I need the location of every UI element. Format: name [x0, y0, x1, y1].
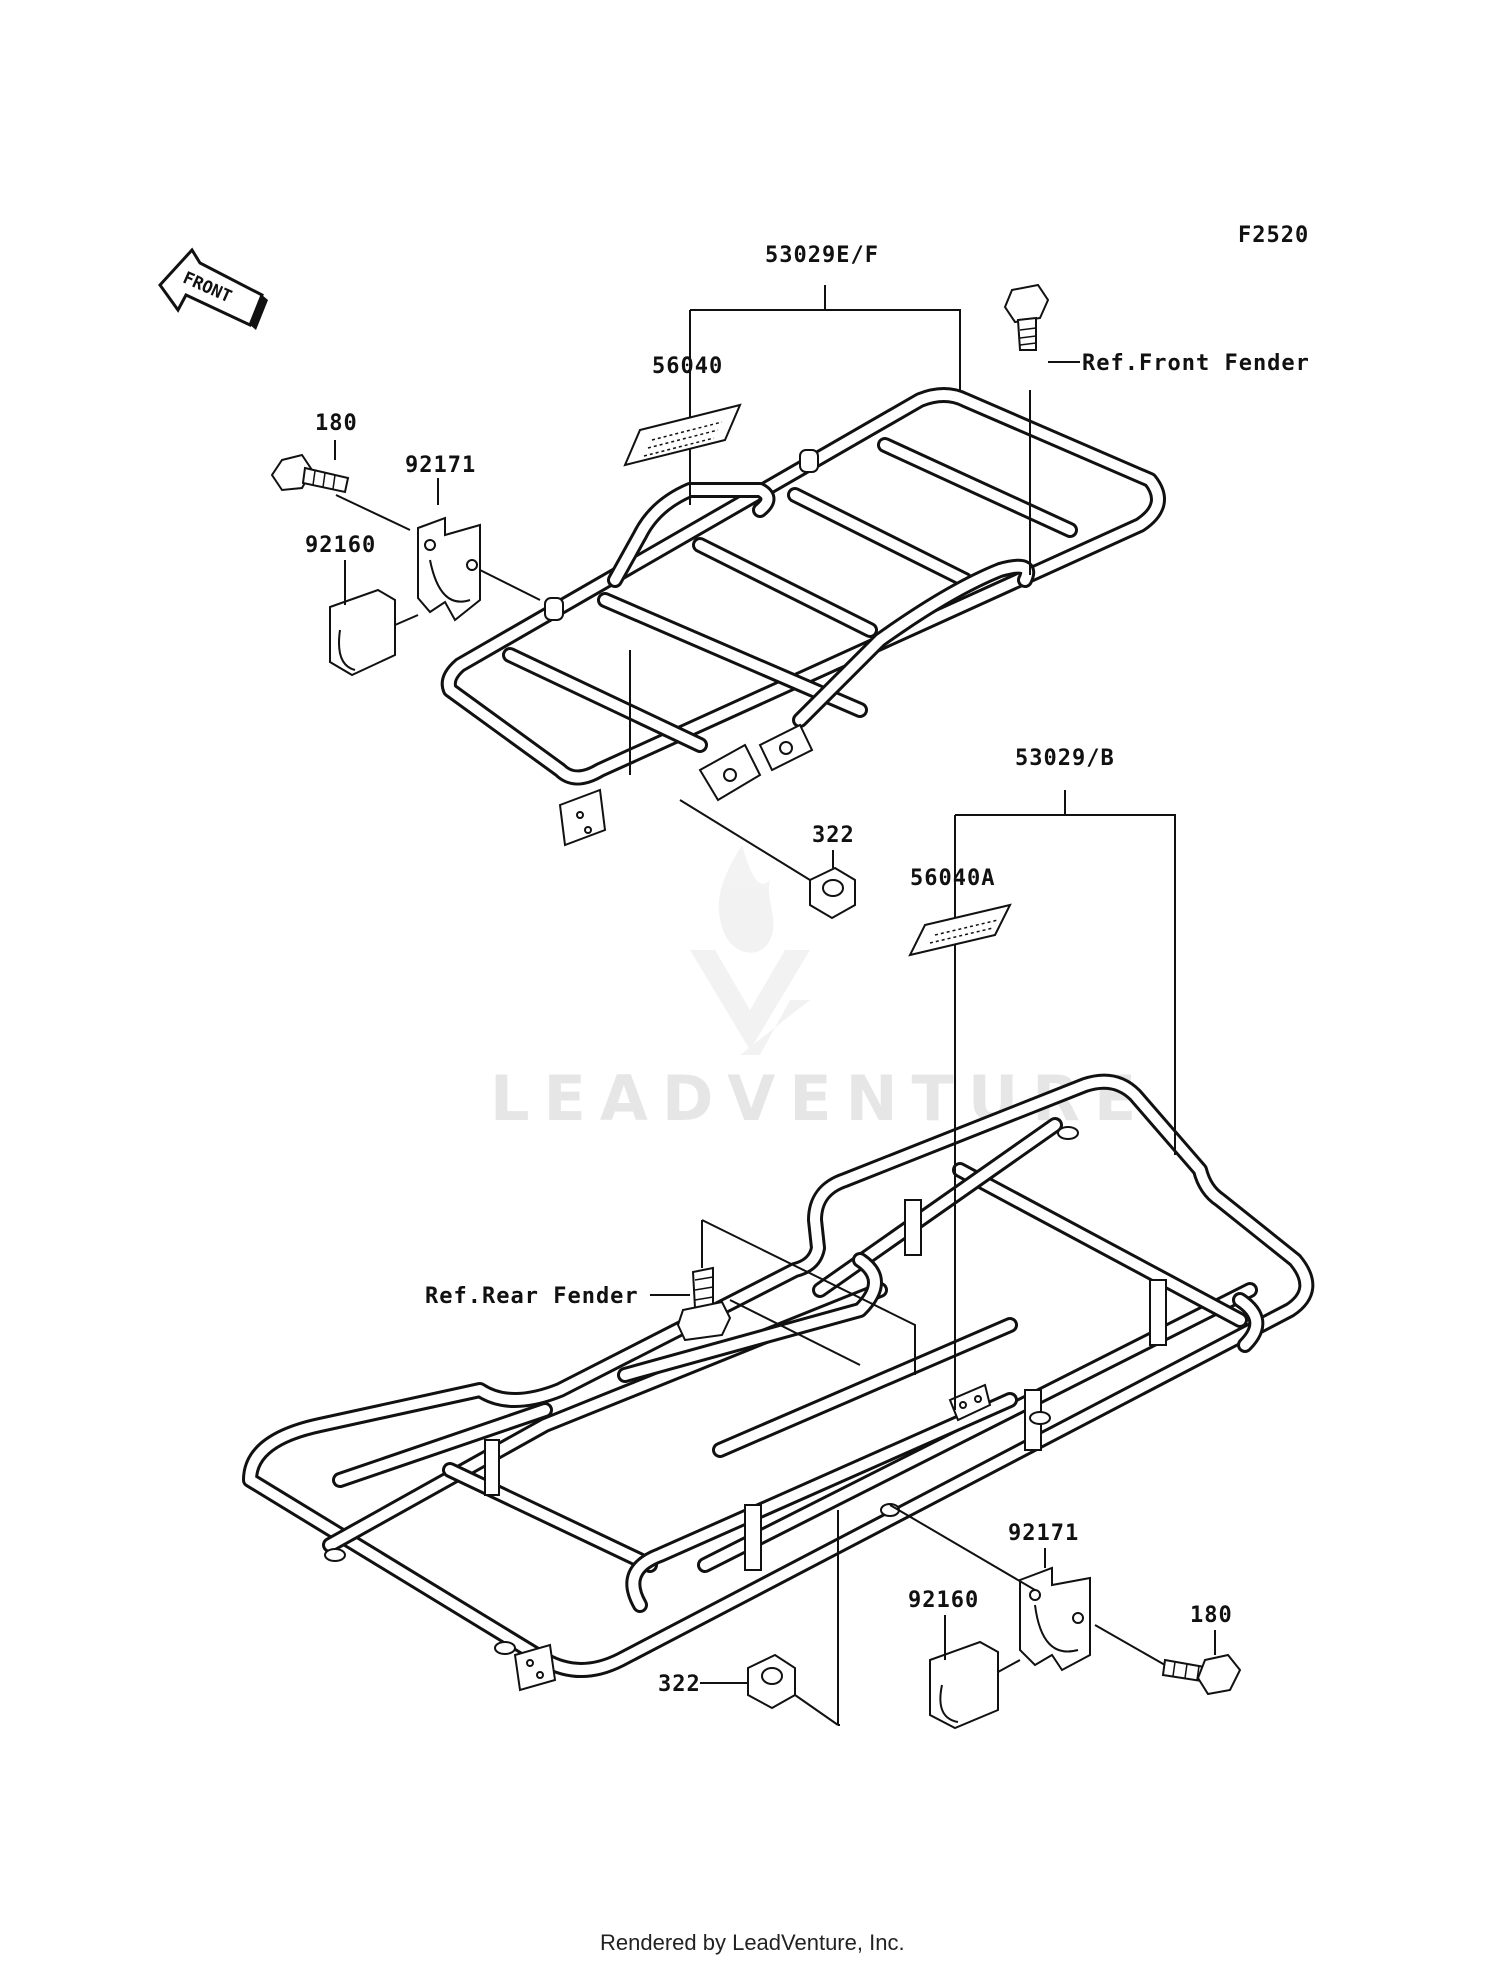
footer-credit: Rendered by LeadVenture, Inc. — [600, 1930, 905, 1955]
callout-front-bolt-ref: Ref.Front Fender — [1082, 351, 1310, 376]
rear-carrier-label-plate — [908, 903, 1012, 957]
rear-carrier-callout-bracket — [954, 790, 1176, 1410]
callout-front-carrier-label: 56040 — [652, 354, 723, 379]
rear-nut — [700, 1510, 840, 1726]
rear-carrier-tabs — [324, 1126, 1079, 1692]
callout-rear-clamp: 92171 — [1008, 1521, 1079, 1546]
front-damper — [329, 560, 419, 677]
callout-rear-carrier-assembly: 53029/B — [1015, 746, 1115, 771]
callout-rear-bolt: 180 — [1190, 1603, 1233, 1628]
callout-front-carrier-assembly: 53029E/F — [765, 243, 879, 268]
callout-rear-carrier-label: 56040A — [910, 866, 995, 891]
callout-rear-bolt-ref: Ref.Rear Fender — [425, 1284, 639, 1309]
front-carrier-callout-bracket — [689, 285, 961, 505]
callout-front-clamp: 92171 — [405, 453, 476, 478]
watermark-logo-icon — [690, 845, 810, 1055]
watermark-text: LEADVENTURE — [490, 1062, 1150, 1135]
callout-rear-damper: 92160 — [908, 1588, 979, 1613]
rear-fender-bolt — [650, 1219, 916, 1375]
front-mount-bolt — [270, 440, 411, 531]
callout-front-damper: 92160 — [305, 533, 376, 558]
callout-rear-nut: 322 — [658, 1672, 701, 1697]
front-carrier-tabs — [544, 449, 819, 847]
front-carrier — [440, 387, 1166, 847]
rear-damper — [929, 1615, 1021, 1730]
diagram-code: F2520 — [1238, 223, 1309, 248]
rear-carrier-handle — [617, 1252, 1265, 1613]
front-carrier-label-plate — [623, 403, 742, 467]
watermark: LEADVENTURE — [490, 845, 1150, 1135]
front-clamp — [417, 478, 541, 622]
rear-clamp — [889, 1504, 1091, 1672]
rear-mount-bolt — [1094, 1624, 1242, 1696]
rear-carrier-crossbars — [332, 1117, 1248, 1573]
front-nut — [629, 650, 856, 920]
rear-carrier — [242, 1073, 1315, 1692]
callout-front-bolt: 180 — [315, 411, 358, 436]
front-fender-bolt — [1003, 283, 1080, 575]
front-direction-arrow: FRONT — [158, 247, 268, 330]
callout-front-nut: 322 — [812, 823, 855, 848]
